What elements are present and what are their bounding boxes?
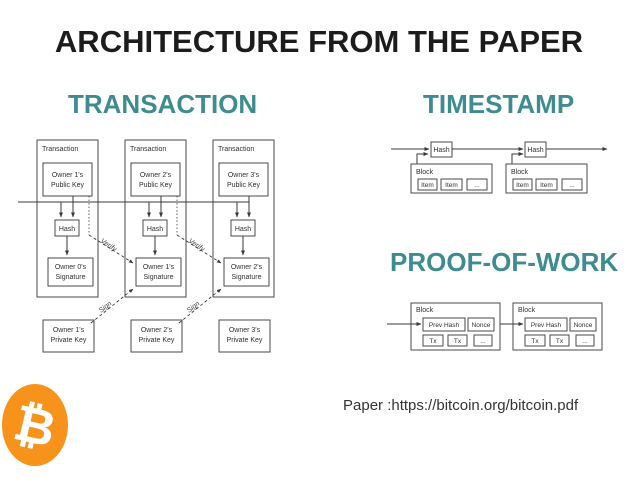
section-heading-transaction: TRANSACTION [68,89,258,119]
hash-box [430,141,453,158]
public-key-label: Public Key [227,182,261,189]
transaction-label: Transaction [42,146,78,153]
hash-box [524,141,547,158]
item-label: Item [445,182,458,189]
private-key-label: Private Key [227,337,263,344]
tx-label: Tx [429,338,437,345]
block-label: Block [416,307,434,314]
block-label: Block [416,169,434,176]
paper-link: Paper :https://bitcoin.org/bitcoin.pdf [343,397,579,414]
nonce-box [569,317,597,332]
bitcoin-coin-circle [2,384,68,466]
item-box [561,178,583,191]
timestamp-diagram: Hash Hash Block Item Item ... Block Item… [391,141,608,194]
public-key-box [218,162,269,197]
verify-label: Verify [187,238,206,254]
public-key-label: Owner 2's [140,172,172,179]
public-key-box [130,162,181,197]
tx-box [524,334,546,347]
block-label: Block [518,307,536,314]
proof-of-work-diagram: Block Prev Hash Nonce Tx Tx ... Block Pr… [387,302,603,351]
item-label: Item [516,182,529,189]
item-box [512,178,533,191]
nonce-label: Nonce [472,322,491,329]
block-to-hash-arrow [511,152,524,164]
private-key-box [218,319,271,353]
tx-label: ... [582,338,588,345]
private-key-box [130,319,183,353]
public-key-box [42,162,93,197]
tx-box [422,334,444,347]
prev-hash-label: Prev Hash [531,322,562,329]
tx-box [549,334,570,347]
nonce-box [467,317,495,332]
sign-label: Sign [186,300,201,314]
tx-label: Tx [454,338,462,345]
block-to-hash-arrow [416,152,429,164]
hash-label: Hash [147,226,163,233]
private-key-box [42,319,95,353]
prev-hash-box [422,317,466,332]
private-key-label: Owner 1's [53,327,85,334]
signature-label: Signature [144,274,174,281]
item-box [440,178,463,191]
hash-label: Hash [433,147,449,154]
tx-box [447,334,468,347]
signature-label: Signature [232,274,262,281]
public-key-label: Public Key [51,182,85,189]
tx-label: Tx [556,338,564,345]
tx-label: Tx [531,338,539,345]
sign-arrow [178,288,222,324]
item-box [417,178,438,191]
bitcoin-logo: ₿ [2,384,68,466]
page-title: ARCHITECTURE FROM THE PAPER [54,24,584,59]
signature-box [135,257,182,287]
private-key-label: Owner 2's [141,327,173,334]
transaction-label: Transaction [218,146,254,153]
transaction-label: Transaction [130,146,166,153]
section-heading-timestamp: TIMESTAMP [423,89,575,119]
public-key-label: Owner 3's [228,172,260,179]
private-key-label: Private Key [51,337,87,344]
private-key-label: Owner 3's [229,327,261,334]
private-key-label: Private Key [139,337,175,344]
item-label: Item [421,182,434,189]
tx-box [473,334,493,347]
item-box [466,178,488,191]
signature-box [223,257,270,287]
signature-label: Owner 0's [55,264,87,271]
item-label: ... [474,182,480,189]
sign-label: Sign [98,300,113,314]
hash-label: Hash [235,226,251,233]
item-label: ... [569,182,575,189]
transaction-diagram: Transaction Owner 1's Public Key Hash Ow… [18,139,275,353]
item-box [535,178,558,191]
sign-arrow [90,288,134,324]
verify-label: Verify [99,238,118,254]
tx-label: ... [480,338,486,345]
prev-hash-box [524,317,568,332]
public-key-label: Owner 1's [52,172,84,179]
signature-box [47,257,94,287]
block-label: Block [511,169,529,176]
signature-label: Owner 2's [231,264,263,271]
item-label: Item [540,182,553,189]
tx-box [575,334,595,347]
signature-label: Signature [56,274,86,281]
public-key-label: Public Key [139,182,173,189]
signature-label: Owner 1's [143,264,175,271]
section-heading-proof-of-work: PROOF-OF-WORK [390,247,619,277]
nonce-label: Nonce [574,322,593,329]
hash-label: Hash [59,226,75,233]
hash-label: Hash [527,147,543,154]
prev-hash-label: Prev Hash [429,322,460,329]
